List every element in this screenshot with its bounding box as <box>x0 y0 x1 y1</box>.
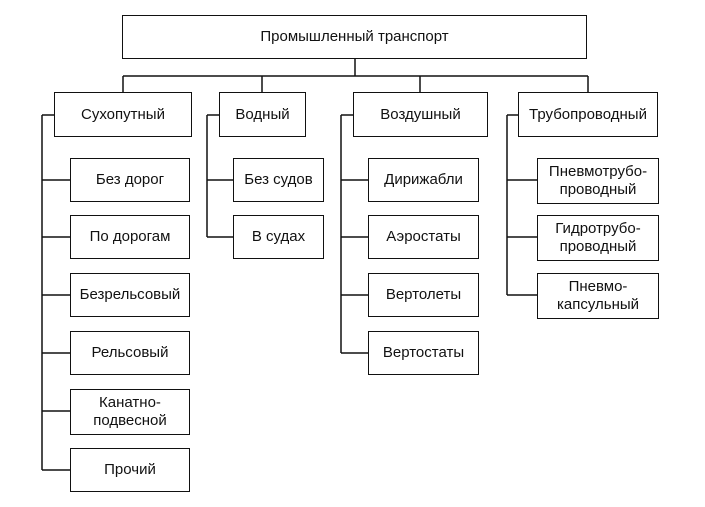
water-item: Без судов <box>233 158 324 202</box>
category-water: Водный <box>219 92 306 137</box>
category-land: Сухопутный <box>54 92 192 137</box>
air-item: Дирижабли <box>368 158 479 202</box>
land-item: Без дорог <box>70 158 190 202</box>
air-item: Аэростаты <box>368 215 479 259</box>
land-item: Рельсовый <box>70 331 190 375</box>
root-node: Промышленный транспорт <box>122 15 587 59</box>
pipeline-item: Пневмо- капсульный <box>537 273 659 319</box>
pipeline-item: Гидротрубо- проводный <box>537 215 659 261</box>
water-item: В судах <box>233 215 324 259</box>
air-item: Вертостаты <box>368 331 479 375</box>
land-item: Безрельсовый <box>70 273 190 317</box>
category-pipeline: Трубопроводный <box>518 92 658 137</box>
land-item: По дорогам <box>70 215 190 259</box>
air-item: Вертолеты <box>368 273 479 317</box>
pipeline-item: Пневмотрубо- проводный <box>537 158 659 204</box>
category-air: Воздушный <box>353 92 488 137</box>
land-item: Прочий <box>70 448 190 492</box>
land-item: Канатно- подвесной <box>70 389 190 435</box>
